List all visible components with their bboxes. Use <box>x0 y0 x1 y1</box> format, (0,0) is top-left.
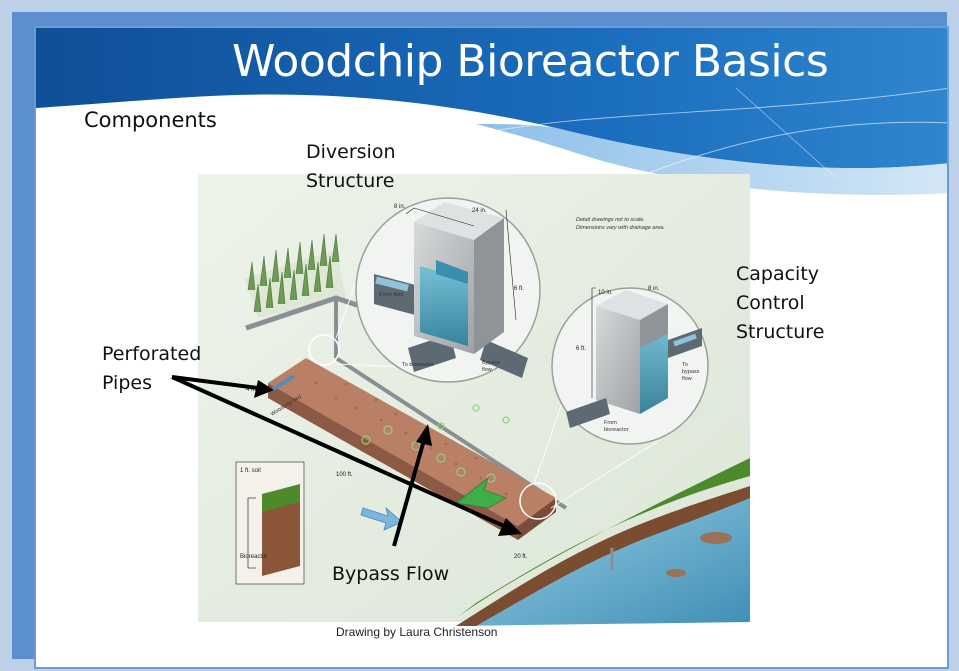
svg-text:6 ft.: 6 ft. <box>576 346 586 352</box>
svg-text:From field: From field <box>379 292 403 298</box>
drawing-credit: Drawing by Laura Christenson <box>336 625 498 639</box>
svg-text:10 in.: 10 in. <box>598 290 613 296</box>
capacity-control-structure-label: Capacity Control Structure <box>736 263 825 343</box>
svg-text:Bypass: Bypass <box>482 360 500 366</box>
svg-text:4 ft.: 4 ft. <box>246 387 256 393</box>
flow-arrow-green <box>455 476 507 509</box>
diversion-structure-detail: 8 in. 24 in. 6 ft. From field To bioreac… <box>355 197 541 383</box>
bypass-flow-label: Bypass Flow <box>332 563 450 585</box>
svg-text:8 in.: 8 in. <box>394 204 406 210</box>
capacity-control-structure-detail: 10 in. 8 in. 6 ft. To bypass flow From b… <box>551 286 709 445</box>
stream-bank <box>456 458 750 626</box>
scale-note-line2: Dimensions vary with drainage area. <box>576 225 665 231</box>
svg-text:8 in.: 8 in. <box>648 286 660 292</box>
svg-text:To bioreactor: To bioreactor <box>402 362 434 368</box>
bioreactor-illustration: Woodchip bed 4 ft. 100 ft. 20 ft. 1 ft. … <box>171 174 750 626</box>
svg-text:6 ft.: 6 ft. <box>514 286 524 292</box>
svg-text:From: From <box>604 420 617 426</box>
svg-text:100 ft.: 100 ft. <box>336 472 353 478</box>
svg-text:20 ft.: 20 ft. <box>514 554 528 560</box>
pipe-junction-lower <box>519 482 557 520</box>
slide-subtitle: Components <box>84 108 217 132</box>
svg-text:bioreactor: bioreactor <box>604 427 629 433</box>
svg-text:flow: flow <box>682 376 692 382</box>
soil-profile-inset: 1 ft. soil Bioreactor <box>235 461 305 585</box>
callout-arrows <box>171 375 522 547</box>
svg-text:24 in.: 24 in. <box>472 208 487 214</box>
svg-text:1 ft. soil: 1 ft. soil <box>240 468 261 474</box>
scale-note-line1: Detail drawings not to scale. <box>576 217 645 223</box>
slide-title: Woodchip Bioreactor Basics <box>232 36 829 87</box>
svg-text:To: To <box>682 362 688 368</box>
pipe-junction-upper <box>308 334 340 366</box>
svg-text:flow: flow <box>482 367 492 373</box>
perforated-pipes-label: Perforated Pipes <box>102 343 202 394</box>
flow-arrow-blue <box>360 506 403 531</box>
title-banner <box>36 28 947 195</box>
svg-text:bypass: bypass <box>682 369 700 375</box>
svg-text:Bioreactor: Bioreactor <box>240 554 267 560</box>
slide: Woodchip Bioreactor Basics Components <box>34 26 949 669</box>
diversion-structure-label: Diversion Structure <box>306 141 396 192</box>
